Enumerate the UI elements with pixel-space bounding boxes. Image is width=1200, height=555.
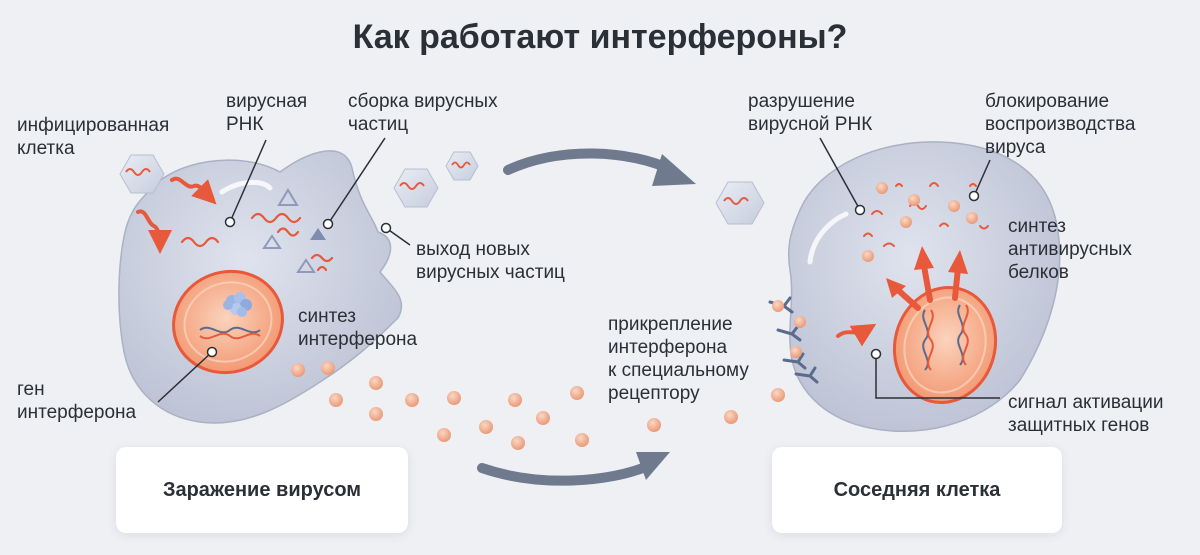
label-line: интерферона bbox=[17, 402, 137, 423]
label-line: синтез bbox=[1008, 216, 1066, 237]
viral-rna-strands bbox=[180, 212, 334, 272]
nucleus bbox=[172, 269, 284, 375]
page-title: Как работают интерфероны? bbox=[352, 18, 848, 56]
label-line: антивирусных bbox=[1008, 239, 1132, 260]
caption-card-infection: Заражение вирусом bbox=[116, 447, 408, 533]
label-line: сборка вирусных bbox=[348, 91, 498, 112]
label-line: блокирование bbox=[985, 91, 1110, 112]
label-line: вируса bbox=[985, 137, 1046, 158]
label-line: сигнал активации bbox=[1008, 392, 1164, 413]
label-line: РНК bbox=[226, 114, 264, 135]
label-line: ген bbox=[17, 379, 45, 400]
interferon-dots bbox=[291, 361, 785, 450]
label-line: интерферона bbox=[298, 329, 418, 350]
label-exit: выход новых вирусных частиц bbox=[416, 238, 565, 284]
virus-particle-triangles bbox=[262, 188, 326, 273]
protein-dots bbox=[862, 182, 978, 262]
virus-hexagon-icon bbox=[119, 154, 165, 194]
nucleolus bbox=[223, 292, 252, 317]
label-ifn-gene: ген интерферона bbox=[17, 378, 136, 424]
label-line: вирусная bbox=[226, 91, 308, 112]
label-line: вирусной РНК bbox=[748, 114, 873, 135]
label-rna-destruction: разрушение вирусной РНК bbox=[748, 90, 872, 136]
label-line: инфицированная bbox=[17, 115, 170, 136]
label-line: к специальному bbox=[608, 360, 749, 381]
label-infected-cell: инфицированная клетка bbox=[17, 114, 169, 160]
label-line: выход новых bbox=[416, 239, 530, 260]
virus-entry-arrows bbox=[136, 176, 217, 254]
antiviral-synthesis-arrows bbox=[836, 246, 968, 347]
leader-markers bbox=[206, 190, 980, 360]
caption-infection: Заражение вирусом bbox=[162, 478, 362, 501]
label-line: клетка bbox=[17, 138, 75, 159]
leader-lines bbox=[157, 137, 1000, 403]
rna-fragments bbox=[863, 182, 989, 247]
label-line: прикрепление bbox=[608, 314, 733, 335]
label-assembly: сборка вирусных частиц bbox=[348, 90, 498, 136]
dna-icon bbox=[922, 304, 969, 371]
label-line: защитных генов bbox=[1008, 415, 1150, 436]
neighbor-nucleus bbox=[892, 286, 998, 404]
label-viral-rna: вирусная РНК bbox=[226, 90, 307, 136]
virus-hexagon-icon bbox=[393, 168, 439, 208]
label-line: синтез bbox=[298, 306, 356, 327]
virus-hexagon-icon bbox=[715, 181, 765, 225]
virus-hexagon-icon bbox=[445, 151, 479, 181]
dna-icon bbox=[199, 326, 261, 340]
label-line: частиц bbox=[348, 114, 409, 135]
label-blocking: блокирование воспроизводства вируса bbox=[985, 90, 1135, 159]
label-antiviral-synthesis: синтез антивирусных белков bbox=[1008, 215, 1132, 284]
label-line: разрушение bbox=[748, 91, 855, 112]
label-ifn-synthesis: синтез интерферона bbox=[298, 305, 417, 351]
curved-arrow-icon bbox=[477, 452, 670, 486]
label-line: интерферона bbox=[608, 337, 728, 358]
label-line: белков bbox=[1008, 262, 1069, 283]
caption-neighbor: Соседняя клетка bbox=[833, 478, 1001, 501]
label-line: вирусных частиц bbox=[416, 262, 565, 283]
label-line: рецептору bbox=[608, 383, 700, 404]
curved-arrow-icon bbox=[503, 148, 696, 186]
label-activation-signal: сигнал активации защитных генов bbox=[1008, 391, 1163, 437]
caption-card-neighbor: Соседняя клетка bbox=[772, 447, 1062, 533]
label-attachment: прикрепление интерферона к специальному … bbox=[608, 313, 749, 405]
bound-interferon bbox=[772, 300, 806, 358]
label-line: воспроизводства bbox=[985, 114, 1136, 135]
